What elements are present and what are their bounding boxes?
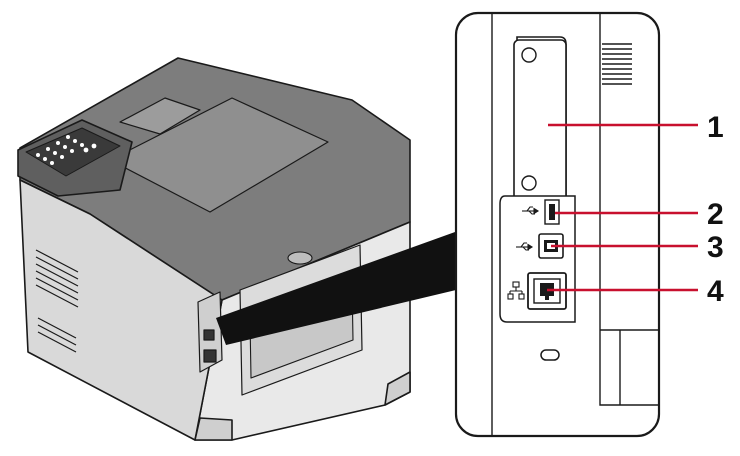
callout-number: 1: [707, 111, 724, 144]
printer-left-face: [19, 179, 223, 441]
printer-foot: [194, 417, 233, 441]
interface-slot: [513, 36, 567, 215]
control-panel: [17, 119, 133, 197]
callout-3: 3: [551, 231, 724, 264]
rear-vents: [602, 43, 632, 85]
callout-2: 2: [555, 198, 724, 231]
callout-number: 3: [707, 231, 724, 264]
usb-icon: [522, 206, 540, 215]
zoom-wedge: [216, 232, 456, 345]
callout-number: 2: [707, 198, 724, 231]
printer-illustration: [17, 57, 411, 441]
callout-number: 4: [707, 275, 724, 308]
usb-icon: [516, 242, 534, 251]
callout-1: 1: [548, 111, 724, 144]
security-slot: [540, 349, 560, 361]
output-tray: [109, 97, 329, 213]
paper-stopper: [119, 97, 201, 135]
callouts: 1 2 3 4: [547, 111, 724, 308]
callout-4: 4: [547, 275, 724, 308]
zoomed-rear-panel: [454, 11, 661, 438]
side-vents: [35, 249, 79, 353]
printer-interface-area: [197, 291, 223, 373]
network-icon: [507, 281, 525, 300]
